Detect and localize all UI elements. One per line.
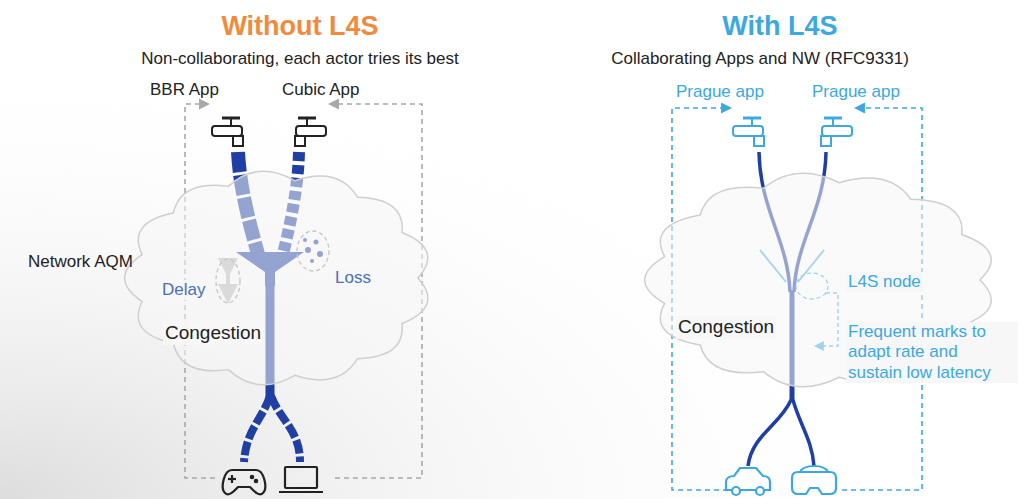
gamepad-icon xyxy=(223,470,265,494)
effect-label: Delay xyxy=(160,280,207,300)
cloud-region: L4S nodeCongestion Frequent marks to adap… xyxy=(640,160,1020,400)
cloud-region: Network AQM Delay LossCongestion xyxy=(20,160,430,400)
panel-subtitle: Non-collaborating, each actor tries its … xyxy=(50,49,550,69)
tap-icon xyxy=(212,118,243,146)
app-label: Prague app xyxy=(812,82,900,102)
congestion-label: Congestion xyxy=(163,322,263,345)
note-text: Frequent marks to adapt rate and sustain… xyxy=(846,322,1018,383)
tap-icon xyxy=(295,118,326,146)
tap-icon xyxy=(733,118,764,146)
vr-headset-icon xyxy=(792,466,836,494)
app-label: BBR App xyxy=(150,80,219,100)
panel-title: Without L4S xyxy=(180,10,420,42)
node-label: L4S node xyxy=(846,272,923,292)
app-label: Prague app xyxy=(676,82,764,102)
effect-label: Loss xyxy=(333,268,373,288)
car-icon xyxy=(726,468,770,495)
panel-title: With L4S xyxy=(660,10,900,42)
tap-icon xyxy=(821,118,852,146)
cloud-shape xyxy=(125,171,428,384)
app-label: Cubic App xyxy=(282,80,360,100)
congestion-label: Congestion xyxy=(676,316,776,339)
region-label: Network AQM xyxy=(28,252,133,272)
laptop-icon xyxy=(279,467,323,492)
panel-subtitle: Collaborating Apps and NW (RFC9331) xyxy=(550,49,970,69)
